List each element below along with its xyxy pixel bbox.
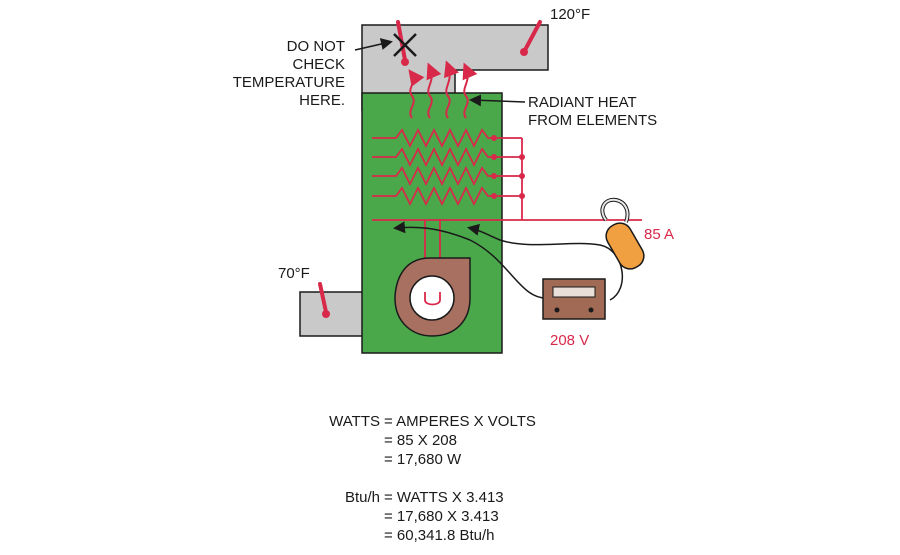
do-not-check-pointer bbox=[354, 38, 393, 51]
do-not-check-line-3: TEMPERATURE bbox=[232, 74, 345, 91]
do-not-check-line-1: DO NOT bbox=[286, 38, 345, 55]
radiant-heat-line-1: RADIANT HEAT bbox=[528, 94, 637, 111]
return-thermometer-icon bbox=[318, 282, 330, 318]
btu-step-3: = 60,341.8 Btu/h bbox=[384, 527, 495, 544]
radiant-heat-line-2: FROM ELEMENTS bbox=[528, 112, 658, 129]
watts-equation-lhs: WATTS bbox=[329, 413, 380, 430]
do-not-check-thermometer-icon bbox=[393, 20, 417, 66]
radiant-heat-pointer bbox=[469, 94, 526, 107]
supply-thermometer-icon bbox=[520, 20, 542, 56]
radiant-heat-arrows bbox=[408, 60, 478, 119]
do-not-check-line-4: HERE. bbox=[299, 92, 345, 109]
amperage-label: 85 A bbox=[644, 226, 675, 243]
watts-step-2: = 85 X 208 bbox=[384, 432, 457, 449]
btu-step-2: = 17,680 X 3.413 bbox=[384, 508, 499, 525]
return-temperature-label: 70°F bbox=[278, 265, 310, 282]
clamp-ammeter-icon bbox=[600, 197, 645, 270]
watts-step-1: = AMPERES X VOLTS bbox=[384, 413, 536, 430]
btu-step-1: = WATTS X 3.413 bbox=[384, 489, 504, 506]
supply-temperature-label: 120°F bbox=[550, 6, 591, 23]
radiant-heat-label: RADIANT HEAT FROM ELEMENTS bbox=[528, 94, 657, 130]
blower-icon bbox=[394, 257, 471, 337]
watts-step-3: = 17,680 W bbox=[384, 451, 462, 468]
btu-equation-lhs: Btu/h bbox=[344, 489, 380, 506]
voltmeter-leads bbox=[393, 221, 624, 301]
return-duct bbox=[299, 291, 365, 337]
do-not-check-line-2: CHECK bbox=[292, 56, 345, 73]
connection-dots bbox=[491, 135, 525, 199]
voltage-label: 208 V bbox=[550, 332, 590, 349]
voltmeter-icon bbox=[542, 278, 606, 320]
do-not-check-label: DO NOT CHECK TEMPERATURE HERE. bbox=[210, 38, 345, 110]
